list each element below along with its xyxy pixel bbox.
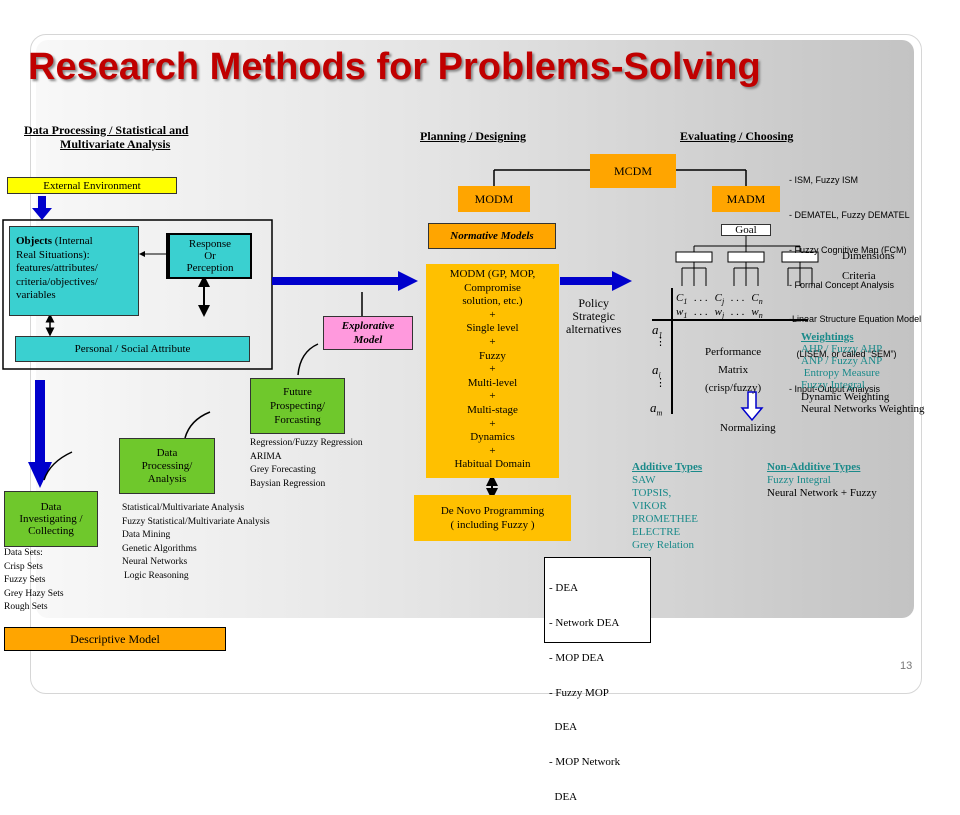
matrix-criteria-row: C1 . . . Cj . . . Cn xyxy=(676,292,763,307)
data-processing-box: Data Processing/ Analysis xyxy=(119,438,215,494)
arrow-down-external xyxy=(32,196,52,220)
criteria-label: Criteria xyxy=(842,270,876,282)
header-evaluating: Evaluating / Choosing xyxy=(680,129,794,143)
criteria-branches xyxy=(681,262,813,286)
dimensions-label: Dimensions xyxy=(842,250,895,262)
matrix-row-dots-2: ⋮ xyxy=(655,377,666,389)
slide-title: Research Methods for Problems-Solving xyxy=(28,46,761,88)
matrix-row-a1: a1 xyxy=(652,322,663,340)
external-environment-box: External Environment xyxy=(7,177,177,194)
mcdm-box: MCDM xyxy=(590,154,676,188)
performance-matrix-label: Performance Matrix (crisp/fuzzy) xyxy=(705,346,762,394)
connector-layer xyxy=(2,169,819,500)
objects-group-frame xyxy=(2,219,273,370)
explorative-model-box: Explorative Model xyxy=(323,316,413,350)
response-box: Response Or Perception xyxy=(166,233,252,279)
dimension-box-2 xyxy=(727,251,765,263)
future-methods: Regression/Fuzzy Regression ARIMA Grey F… xyxy=(250,438,363,489)
goal-box: Goal xyxy=(721,224,771,236)
normalizing-label: Normalizing xyxy=(720,422,776,434)
page-number: 13 xyxy=(900,660,913,672)
data-processing-methods: Statistical/Multivariate Analysis Fuzzy … xyxy=(122,503,270,581)
policy-label: Policy Strategic alternatives xyxy=(566,296,622,336)
non-additive-types-list: Non-Additive Types Fuzzy Integral Neural… xyxy=(767,461,877,499)
slide-frame xyxy=(30,34,922,694)
header-data-processing: Data Processing / Statistical and Multiv… xyxy=(24,123,189,151)
de-novo-box: De Novo Programming ( including Fuzzy ) xyxy=(414,495,571,541)
weightings-list: Weightings AHP / Fuzzy AHP ANP / Fuzzy A… xyxy=(801,331,925,415)
objects-label: Objects xyxy=(16,235,53,247)
normalizing-arrow xyxy=(740,391,764,422)
data-sets-list: Data Sets: Crisp Sets Fuzzy Sets Grey Ha… xyxy=(4,548,64,613)
future-prospecting-box: Future Prospecting/ Forcasting xyxy=(250,378,345,434)
dimension-box-1 xyxy=(675,251,713,263)
header-planning: Planning / Designing xyxy=(420,129,527,143)
arrow-to-policy xyxy=(560,271,632,291)
modm-box: MODM xyxy=(458,186,530,212)
madm-methods-list: - ISM, Fuzzy ISM - DEMATEL, Fuzzy DEMATE… xyxy=(789,175,922,394)
objects-box: Objects (Internal Real Situations): feat… xyxy=(9,226,139,316)
arrow-to-modm-box xyxy=(272,271,418,291)
arrow-down-collect xyxy=(28,380,52,488)
matrix-row-dots-1: ⋮ xyxy=(655,336,666,348)
normative-models-box: Normative Models xyxy=(428,223,556,249)
dea-list-box: - DEA - Network DEA - MOP DEA - Fuzzy MO… xyxy=(544,557,651,802)
data-investigating-box: Data Investigating / Collecting xyxy=(4,491,98,547)
matrix-weights-row: w1 . . . wj . . . wn xyxy=(676,306,763,321)
curve-collect xyxy=(43,451,73,481)
matrix-row-ai: ai xyxy=(652,362,661,380)
curve-future xyxy=(297,343,319,376)
descriptive-model-box: Descriptive Model xyxy=(4,627,226,651)
modm-detail-box: MODM (GP, MOP, Compromise solution, etc.… xyxy=(426,264,559,478)
personal-social-box: Personal / Social Attribute xyxy=(15,336,250,362)
madm-box: MADM xyxy=(712,186,780,212)
additive-types-list: Additive Types SAW TOPSIS, VIKOR PROMETH… xyxy=(632,461,703,551)
curve-processing xyxy=(184,411,211,439)
matrix-row-am: am xyxy=(650,400,663,418)
